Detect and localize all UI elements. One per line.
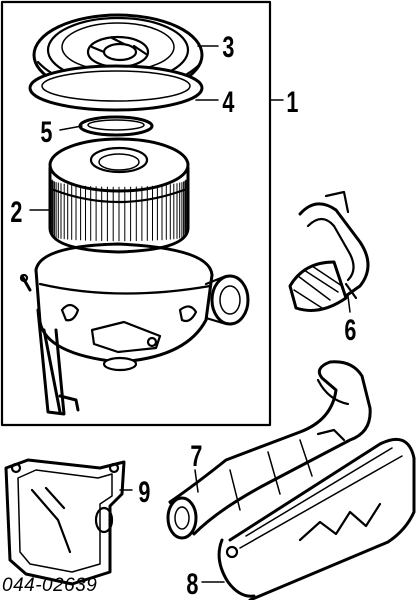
intake-duct (166, 360, 372, 540)
diagram-part-number: 044-02639 (2, 575, 97, 596)
seal-ring (78, 115, 154, 137)
leader-lines (29, 45, 351, 583)
callout-9: 9 (138, 474, 150, 508)
callout-5: 5 (40, 114, 52, 148)
filter-element (48, 137, 190, 254)
callout-7: 7 (190, 438, 202, 472)
assembly-frame (0, 0, 272, 427)
callout-8: 8 (186, 566, 198, 600)
intake-hose (288, 190, 370, 312)
callout-1: 1 (286, 84, 298, 118)
air-cleaner-housing (19, 242, 250, 416)
callout-3: 3 (222, 29, 234, 63)
callout-2: 2 (10, 194, 22, 228)
mounting-bracket (4, 458, 126, 586)
callout-labels: 3 4 1 5 2 6 7 9 8 (10, 29, 356, 600)
callout-4: 4 (222, 84, 234, 118)
callout-6: 6 (344, 312, 356, 346)
resonator (217, 437, 416, 600)
cover-gasket (28, 64, 204, 112)
